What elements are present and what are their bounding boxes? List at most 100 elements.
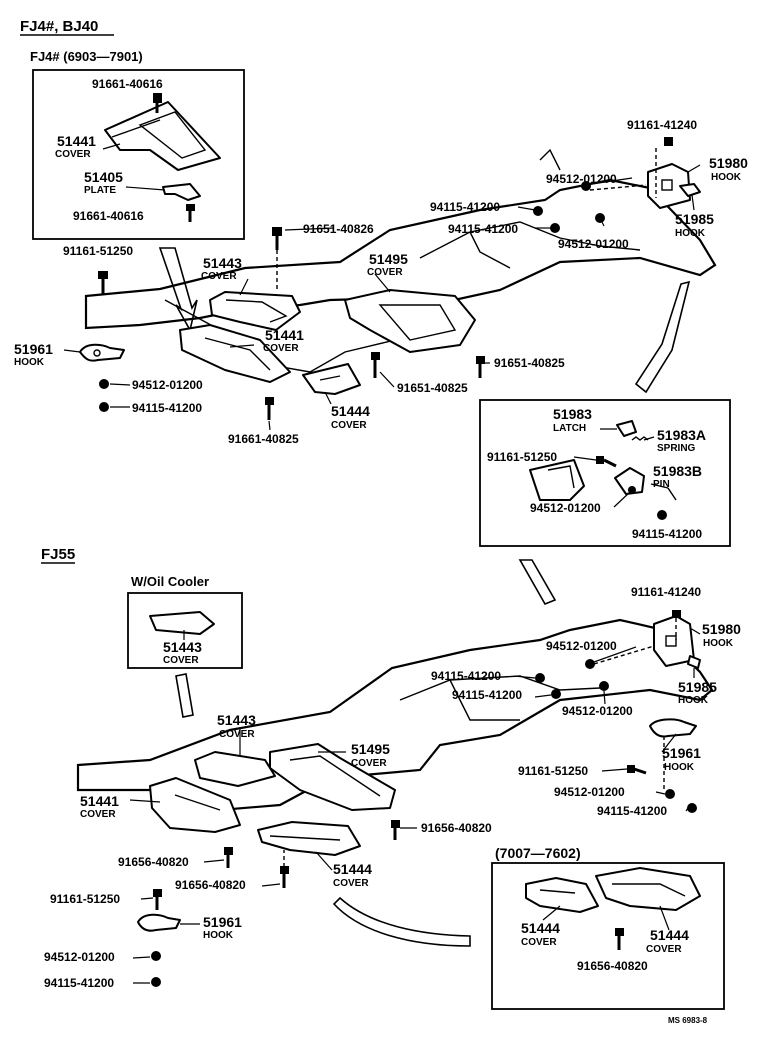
bottom-cover-51495-shape — [269, 743, 396, 811]
latch-label-latch: LATCH — [553, 423, 586, 434]
bottom-hook-51961-right-shape — [649, 718, 697, 738]
top-label-94512-b: 94512-01200 — [558, 237, 629, 251]
latch-bracket-shape — [529, 459, 585, 501]
top-label-91661-40825: 91661-40825 — [228, 432, 299, 446]
top-label-94512-c: 94512-01200 — [132, 378, 203, 392]
bottom-cover-51444-shape — [257, 821, 361, 856]
top-label-51443-name: COVER — [201, 271, 237, 282]
range-box-title: (7007—7602) — [495, 845, 581, 861]
bottom-cover-51441-shape — [149, 777, 241, 833]
bottom-label-94512-b: 94512-01200 — [562, 704, 633, 718]
top-label-51985: 51985 — [675, 211, 714, 227]
bottom-nut-94115-d-icon — [151, 977, 161, 987]
range-label-left-name: COVER — [521, 937, 557, 948]
inset-box-fj4 — [32, 69, 245, 240]
range-label-bolt: 91656-40820 — [577, 959, 648, 973]
top-label-51444: 51444 — [331, 403, 370, 419]
bottom-label-51985-name: HOOK — [678, 695, 709, 706]
top-bolt-91161-51250-icon — [98, 271, 108, 294]
inset-label-plate-name: PLATE — [84, 185, 116, 196]
top-label-94115-c: 94115-41200 — [132, 401, 202, 415]
bottom-label-91161-41240: 91161-41240 — [631, 585, 701, 599]
bottom-label-51961-left: 51961 — [203, 914, 242, 930]
top-label-51495-name: COVER — [367, 267, 403, 278]
bottom-label-91656-40820-c: 91656-40820 — [175, 878, 246, 892]
top-bolt-91651-40826-icon — [272, 227, 282, 250]
top-label-91161-51250: 91161-51250 — [63, 244, 133, 258]
top-label-91651-40826: 91651-40826 — [303, 222, 374, 236]
bottom-label-91161-51250-right: 91161-51250 — [518, 764, 588, 778]
top-label-51985-name: HOOK — [675, 228, 706, 239]
latch-label-pin: PIN — [653, 479, 670, 490]
top-label-51441-name: COVER — [263, 343, 299, 354]
top-label-91161-41240: 91161-41240 — [627, 118, 697, 132]
inset-label-cover-name: COVER — [55, 149, 91, 160]
top-label-51443: 51443 — [203, 255, 242, 271]
inset-label-bolt-lower: 91661-40616 — [73, 209, 144, 223]
top-washer-94512-c-icon — [99, 379, 109, 389]
latch-pointer-arrow — [634, 280, 691, 394]
oil-box-title: W/Oil Cooler — [131, 574, 209, 589]
range-label-right-num: 51444 — [650, 927, 689, 943]
bottom-label-51495: 51495 — [351, 741, 390, 757]
latch-label-51983b: 51983B — [653, 463, 702, 479]
bottom-label-51444: 51444 — [333, 861, 372, 877]
top-label-91651-40825-b: 91651-40825 — [397, 381, 468, 395]
bottom-label-94512-d: 94512-01200 — [44, 950, 115, 964]
latch-bolt-icon — [596, 456, 617, 468]
latch-label-spring: SPRING — [657, 443, 696, 454]
top-label-51980: 51980 — [709, 155, 748, 171]
bottom-label-94512-a: 94512-01200 — [546, 639, 617, 653]
bottom-label-94115-d: 94115-41200 — [44, 976, 114, 990]
range-box-pointer-arrow — [332, 896, 471, 947]
section-title-bottom: FJ55 — [41, 546, 75, 563]
bottom-label-94115-c: 94115-41200 — [597, 804, 667, 818]
inset-bolt-upper-icon — [153, 93, 162, 113]
oil-box-pointer-arrow — [175, 673, 194, 718]
latch-label-51983: 51983 — [553, 406, 592, 422]
bottom-nut-94115-c-icon — [687, 803, 697, 813]
oil-box-label-num: 51443 — [163, 639, 202, 655]
footer-code: MS 6983-8 — [668, 1016, 708, 1025]
inset-plate-shape — [162, 183, 201, 201]
inset-label-bolt-upper: 91661-40616 — [92, 77, 163, 91]
top-label-94512-a: 94512-01200 — [546, 172, 617, 186]
range-label-right-name: COVER — [646, 944, 682, 955]
inset-label-cover-num: 51441 — [57, 133, 96, 149]
top-bolt-91661-40825-icon — [265, 397, 274, 420]
bottom-label-51443: 51443 — [217, 712, 256, 728]
bottom-label-51443-name: COVER — [219, 729, 255, 740]
latch-nut-icon — [657, 510, 667, 520]
range-right-cover-shape — [595, 867, 701, 911]
range-box — [491, 862, 725, 1010]
latch-label-nut: 94115-41200 — [632, 527, 702, 541]
latch-box — [479, 399, 731, 547]
bottom-bolt-91656-40820-b-icon — [224, 847, 233, 868]
bottom-bolt-91656-40820-a-icon — [391, 820, 400, 840]
pin-icon — [667, 487, 677, 501]
top-label-94115-a: 94115-41200 — [430, 200, 500, 214]
top-cover-51495-shape — [344, 289, 476, 353]
bottom-label-51961-right-name: HOOK — [664, 762, 695, 773]
bottom-label-51495-name: COVER — [351, 758, 387, 769]
top-label-91651-40825-a: 91651-40825 — [494, 356, 565, 370]
bottom-washer-94512-a-icon — [585, 659, 595, 669]
oil-cooler-box — [127, 592, 243, 669]
top-label-51961: 51961 — [14, 341, 53, 357]
top-label-94115-b: 94115-41200 — [448, 222, 518, 236]
top-label-51961-name: HOOK — [14, 357, 45, 368]
bottom-bolt-91161-41240-icon — [672, 610, 681, 618]
top-cover-51444-shape — [302, 363, 361, 395]
bottom-label-51444-name: COVER — [333, 878, 369, 889]
bottom-washer-94512-c-icon — [665, 789, 675, 799]
bottom-bolt-91161-51250-right-icon — [627, 765, 647, 775]
range-bolt-icon — [615, 928, 624, 950]
bottom-label-51441-name: COVER — [80, 809, 116, 820]
top-bolt-91651-40825-a-icon — [371, 352, 380, 378]
bottom-label-51961-left-name: HOOK — [203, 930, 234, 941]
latch-shape — [616, 420, 637, 437]
top-label-51444-name: COVER — [331, 420, 367, 431]
bottom-washer-94512-d-icon — [151, 951, 161, 961]
bottom-label-91161-51250-left: 91161-51250 — [50, 892, 120, 906]
